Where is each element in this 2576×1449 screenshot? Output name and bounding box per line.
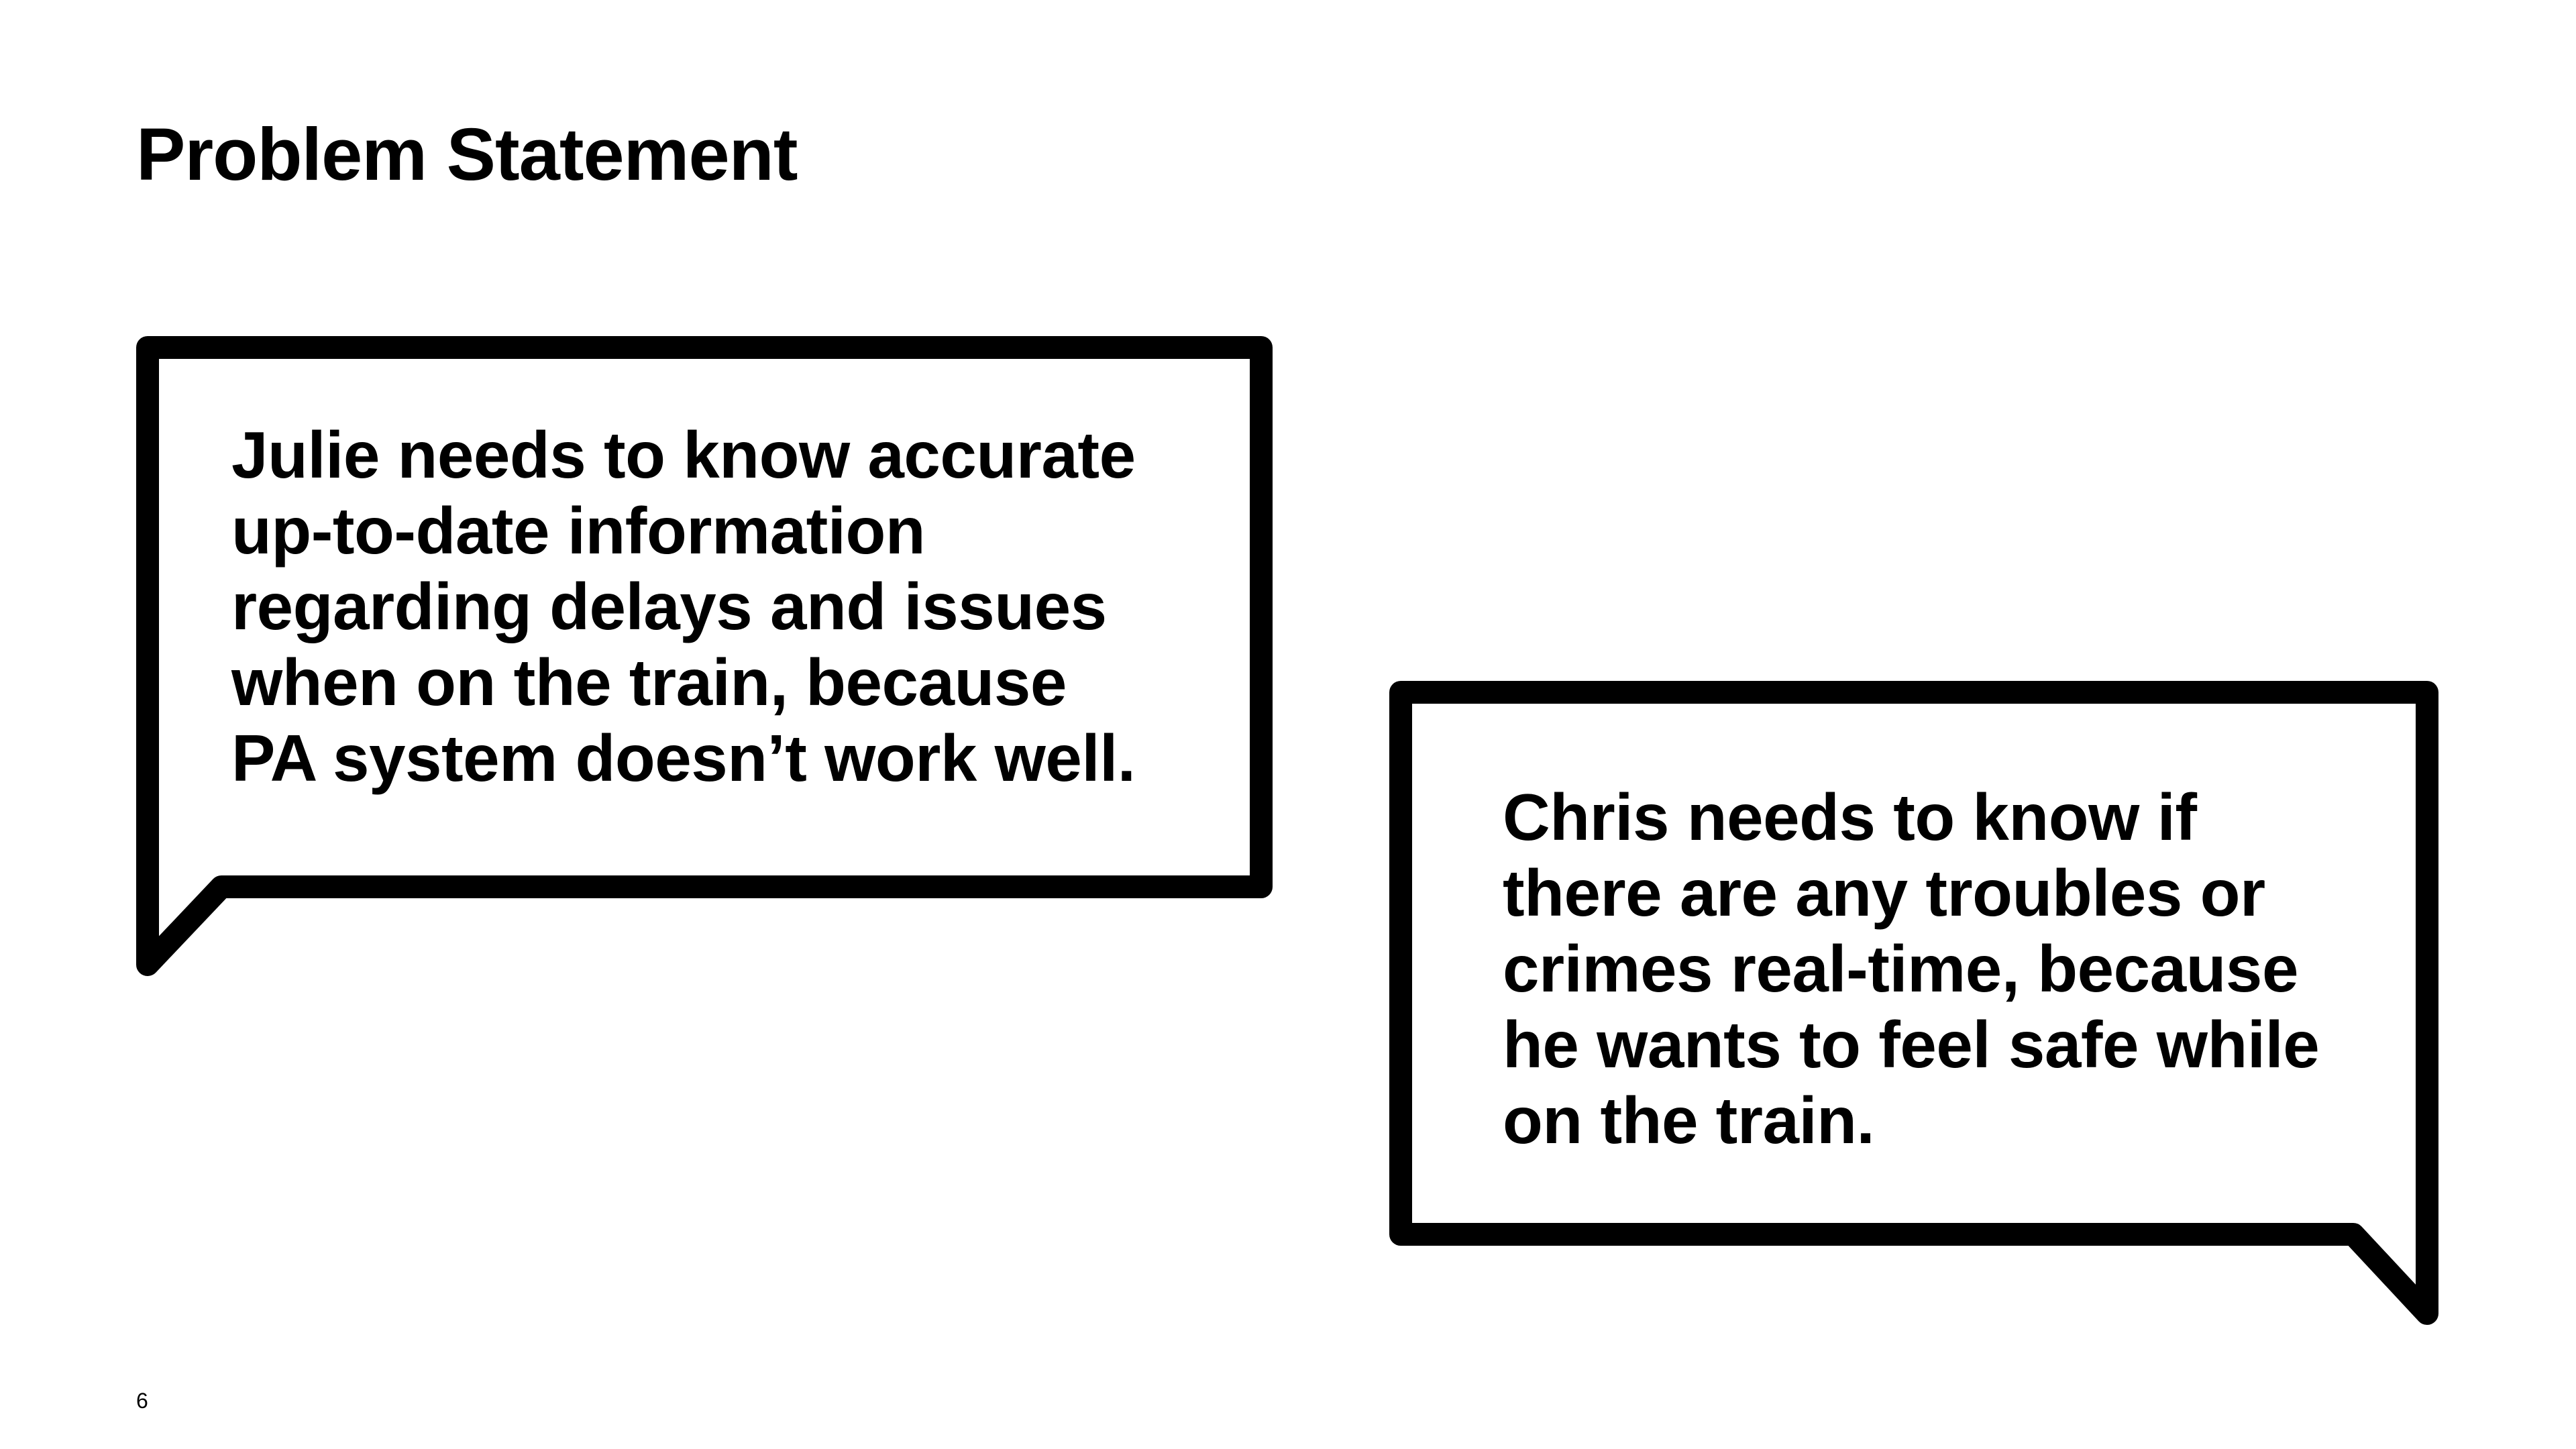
chris-line: crimes real-time, because xyxy=(1503,932,2298,1006)
chris-line: Chris needs to know if xyxy=(1503,780,2197,854)
julie-line: regarding delays and issues xyxy=(231,570,1107,643)
julie-line: when on the train, because xyxy=(231,645,1067,719)
julie-line: PA system doesn’t work well. xyxy=(231,721,1136,795)
chris-line: there are any troubles or xyxy=(1503,856,2265,930)
slide-title: Problem Statement xyxy=(136,113,798,196)
chris-line: he wants to feel safe while xyxy=(1503,1008,2320,1081)
julie-need-statement: Julie needs to know accurate up-to-date … xyxy=(231,417,1136,796)
julie-line: Julie needs to know accurate xyxy=(231,418,1136,492)
julie-line: up-to-date information xyxy=(231,494,926,568)
chris-line: on the train. xyxy=(1503,1083,1875,1157)
chris-need-statement: Chris needs to know if there are any tro… xyxy=(1503,780,2320,1159)
page-number: 6 xyxy=(136,1389,148,1413)
